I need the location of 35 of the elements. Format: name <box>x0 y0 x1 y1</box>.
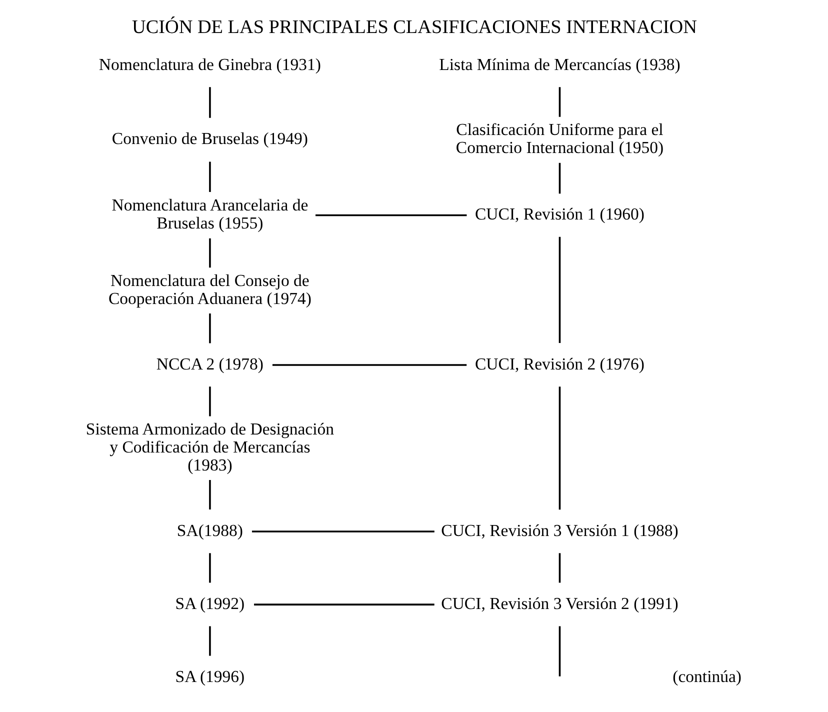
connector <box>558 87 560 117</box>
node-text: NCCA 2 (1978) <box>156 354 264 374</box>
node-text: Clasificación Uniforme para el Comercio Internacional (1950) <box>455 120 664 158</box>
connector <box>208 386 210 416</box>
node-text: Nomenclatura del Consejo de Cooperación Aduanera (1974) <box>108 271 311 308</box>
connector <box>272 364 466 366</box>
connector <box>208 87 210 118</box>
connector <box>254 604 434 606</box>
node-text: CUCI, Revisión 3 Versión 2 (1991) <box>440 594 678 613</box>
connector <box>208 162 210 192</box>
connector <box>558 626 560 676</box>
node-text: Convenio de Bruselas (1949) <box>111 129 308 148</box>
label: (continúa) <box>672 667 742 686</box>
node-text: SA (1996) <box>174 667 244 686</box>
connector <box>208 313 210 344</box>
node-text: SA(1988) <box>176 520 243 540</box>
connector <box>208 480 210 510</box>
connector <box>208 626 210 656</box>
connector <box>558 162 560 194</box>
node-text: Lista Mínima de Mercancías (1938) <box>438 54 680 74</box>
node-text: CUCI, Revisión 2 (1976) <box>474 354 644 374</box>
diagram-title: UCIÓN DE LAS PRINCIPALES CLASIFICACIONES INTERNACION <box>132 16 696 38</box>
connector <box>208 553 210 583</box>
node-text: CUCI, Revisión 3 Versión 1 (1988) <box>440 520 678 540</box>
connector <box>558 236 560 343</box>
connector <box>558 553 560 583</box>
node-text: SA (1992) <box>174 594 244 613</box>
connector <box>208 238 210 268</box>
connector <box>251 530 434 532</box>
node-text: Sistema Armonizado de Designación y Codificación de Mercancías (1983) <box>85 420 334 475</box>
node-text: Nomenclatura de Ginebra (1931) <box>98 54 320 74</box>
connector <box>315 214 466 216</box>
node-text: Nomenclatura Arancelaria de Bruselas (1955) <box>111 196 308 233</box>
node-text: CUCI, Revisión 1 (1960) <box>474 204 644 224</box>
connector <box>558 386 560 510</box>
